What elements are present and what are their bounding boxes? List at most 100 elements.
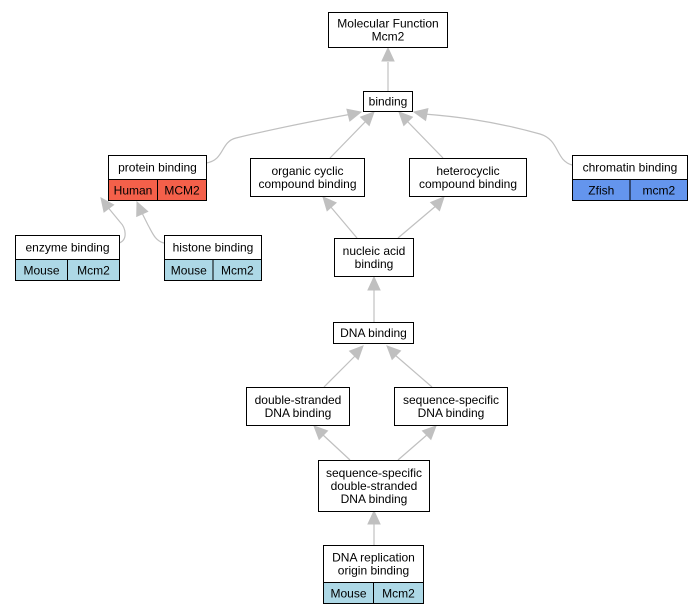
node-label-line: DNA replication [332, 551, 415, 565]
arrow-head [429, 196, 445, 212]
node-label-line: DNA binding [340, 326, 407, 340]
species-cell-label: Mcm2 [382, 587, 415, 601]
edge-line [105, 204, 126, 244]
edge-line [423, 113, 573, 166]
node-label-line: organic cyclic [271, 164, 343, 178]
arrow-head [313, 425, 329, 441]
node-label-line: sequence-specific [403, 393, 499, 407]
arrow-head [386, 345, 402, 361]
node-box [334, 238, 414, 277]
arrow-head [100, 197, 115, 213]
node-label-line: Molecular Function [337, 17, 438, 31]
edge-histone-binding-to-protein-binding [136, 200, 165, 244]
node-box [333, 322, 414, 344]
edge-seq-ds-dna-to-seq-specific [397, 425, 437, 461]
node-label-line: compound binding [258, 177, 356, 191]
edge-heterocyclic-to-binding [398, 111, 444, 159]
node-label-line: enzyme binding [25, 241, 109, 255]
node-label-line: binding [369, 95, 408, 109]
edge-enzyme-binding-to-protein-binding [100, 197, 126, 244]
edge-line [321, 433, 351, 461]
arrow-head [412, 108, 429, 122]
species-cell-label: Mcm2 [77, 264, 110, 278]
edges-layer [100, 46, 573, 545]
arrow-head [346, 108, 363, 122]
species-cell-zfish [629, 179, 688, 201]
edge-line [394, 354, 433, 388]
node-dna-binding[interactable]: DNA binding [333, 322, 414, 344]
species-cell-label: Mouse [23, 264, 59, 278]
node-box [409, 158, 527, 197]
node-label-line: heterocyclic [436, 164, 499, 178]
species-cell-label: Mouse [171, 264, 207, 278]
arrow-head [367, 509, 381, 525]
edge-ds-dna-to-dna-binding [323, 345, 364, 388]
species-cell-label: mcm2 [642, 184, 675, 198]
edge-protein-binding-to-binding [205, 108, 363, 164]
species-cell-label: Mcm2 [221, 264, 254, 278]
arrow-head [359, 111, 375, 127]
arrow-head [381, 46, 395, 62]
node-box [246, 387, 350, 426]
edge-seq-specific-to-dna-binding [386, 345, 433, 388]
species-cell-label: MCM2 [164, 184, 200, 198]
edge-line [205, 113, 353, 164]
node-label-line: binding [355, 257, 394, 271]
edge-line [323, 354, 357, 388]
node-label-line: Mcm2 [372, 30, 405, 44]
node-label-line: protein binding [118, 161, 197, 175]
node-label-line: origin binding [338, 564, 409, 578]
node-label-line: nucleic acid [343, 244, 406, 258]
arrow-head [136, 200, 149, 218]
edge-seq-ds-dna-to-ds-dna [313, 425, 351, 461]
edge-binding-to-mf [381, 46, 395, 91]
node-label-line: DNA binding [341, 492, 408, 506]
species-cell-label: Zfish [588, 184, 614, 198]
node-box [328, 12, 448, 48]
node-box [363, 91, 413, 112]
edge-organic-cyclic-to-binding [329, 111, 375, 159]
edge-nucleic-acid-to-organic-cyclic [322, 196, 358, 239]
arrow-head [398, 111, 414, 127]
edge-line [140, 210, 165, 244]
edge-dna-binding-to-nucleic-acid [367, 275, 381, 322]
species-cell-label: Mouse [330, 587, 366, 601]
edge-chromatin-binding-to-binding [412, 108, 573, 166]
species-cell-mouse [373, 582, 424, 604]
node-label-line: histone binding [173, 241, 254, 255]
node-box [250, 158, 365, 197]
node-label-line: double-stranded [255, 393, 342, 407]
node-label-line: sequence-specific [326, 466, 422, 480]
node-label-line: compound binding [419, 177, 517, 191]
node-binding[interactable]: binding [363, 91, 413, 112]
arrow-head [421, 425, 437, 441]
species-cell-mouse [212, 259, 262, 281]
edge-dna-replication-to-seq-ds-dna [367, 509, 381, 545]
arrow-head [322, 196, 338, 212]
node-label-line: DNA binding [418, 406, 485, 420]
edge-line [397, 433, 429, 461]
node-box [394, 387, 508, 426]
species-cell-mouse [67, 259, 120, 281]
edge-nucleic-acid-to-heterocyclic [397, 196, 445, 239]
edge-line [397, 204, 438, 239]
species-cell-label: Human [114, 184, 153, 198]
edge-line [406, 120, 444, 159]
node-label-line: chromatin binding [583, 161, 678, 175]
arrow-head [367, 275, 381, 291]
node-label-line: double-stranded [331, 479, 418, 493]
